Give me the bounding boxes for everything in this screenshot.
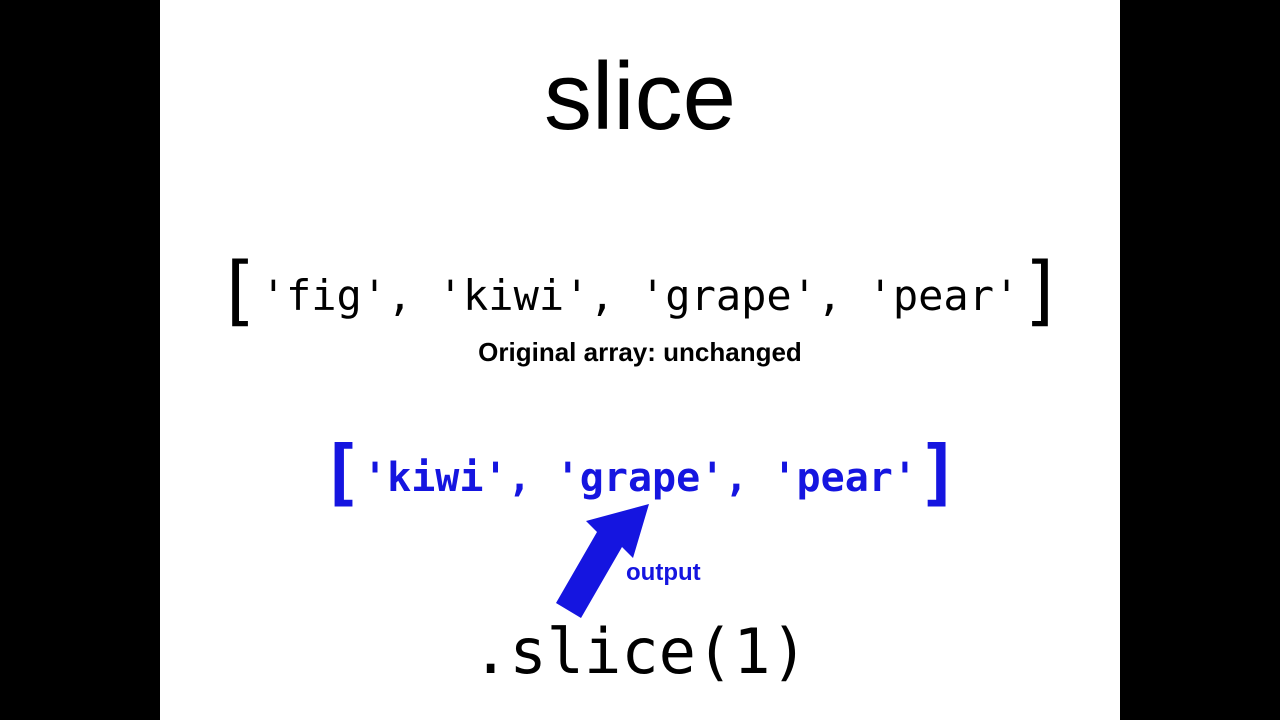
method-call: .slice(1) bbox=[472, 615, 808, 688]
result-array-open-bracket: [ bbox=[319, 430, 364, 514]
output-label: output bbox=[626, 559, 701, 586]
original-array-items: 'fig', 'kiwi', 'grape', 'pear' bbox=[260, 271, 1020, 320]
slide: slice ['fig', 'kiwi', 'grape', 'pear'] O… bbox=[160, 0, 1120, 720]
arrow-up-right-icon bbox=[556, 504, 649, 618]
result-array-close-bracket: ] bbox=[916, 430, 961, 514]
result-array-items: 'kiwi', 'grape', 'pear' bbox=[363, 455, 917, 501]
original-array-caption: Original array: unchanged bbox=[478, 337, 802, 367]
original-array-open-bracket: [ bbox=[214, 245, 261, 334]
original-array-close-bracket: ] bbox=[1019, 245, 1066, 334]
slide-title: slice bbox=[543, 43, 737, 150]
original-array: ['fig', 'kiwi', 'grape', 'pear'] bbox=[160, 250, 1120, 336]
result-array: ['kiwi', 'grape', 'pear'] bbox=[160, 432, 1120, 518]
